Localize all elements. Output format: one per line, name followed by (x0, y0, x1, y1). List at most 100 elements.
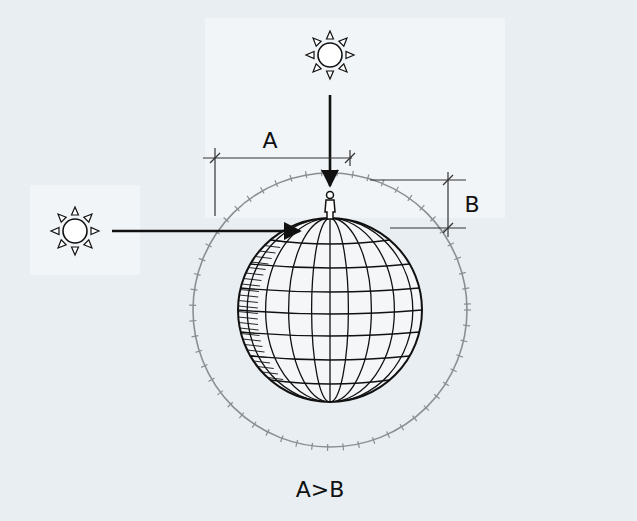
globe-shading (245, 345, 263, 347)
atmosphere-tick (189, 320, 196, 322)
atmosphere-tick (352, 171, 353, 178)
globe-shading (243, 339, 261, 341)
atmosphere-tick (194, 274, 201, 276)
globe-shading (262, 372, 278, 374)
globe-shading (241, 334, 259, 336)
atmosphere-tick (387, 431, 390, 437)
comparison-note: A>B (296, 479, 345, 501)
globe-shading (238, 306, 258, 308)
globe-shading (240, 290, 259, 292)
atmosphere-tick (448, 243, 454, 246)
light-patch (205, 18, 505, 218)
atmosphere-tick (461, 340, 468, 342)
atmosphere-tick (459, 272, 466, 274)
atmosphere-tick (430, 217, 435, 222)
atmosphere-tick (464, 303, 471, 305)
atmosphere-tick (290, 175, 292, 182)
sun (306, 31, 354, 79)
atmosphere-tick (450, 369, 456, 372)
atmosphere-tick (381, 180, 384, 186)
globe-shading (248, 268, 265, 270)
atmosphere-tick (296, 440, 298, 447)
globe-shading (239, 323, 258, 325)
globe-shading (259, 251, 275, 253)
atmosphere-tick (367, 174, 369, 181)
atmosphere-tick (235, 206, 240, 211)
globe-shading (244, 279, 262, 281)
atmosphere-tick (192, 336, 199, 337)
atmosphere-tick (463, 325, 470, 327)
atmosphere-ring (189, 169, 471, 451)
globe-shading (239, 295, 258, 297)
globe-shading (242, 284, 260, 286)
atmosphere-tick (275, 180, 278, 186)
earth-globe (238, 210, 422, 410)
atmosphere-tick (224, 217, 229, 222)
globe-shading (238, 301, 257, 303)
globe-shading (264, 246, 280, 248)
atmosphere-tick (252, 422, 256, 428)
atmosphere-tick (373, 437, 375, 444)
atmosphere-tick (189, 304, 196, 305)
atmosphere-tick (456, 355, 463, 357)
parallel (241, 332, 420, 336)
atmosphere-tick (306, 171, 307, 178)
parallel (250, 356, 409, 360)
globe-shading (246, 273, 264, 275)
globe-shading (240, 328, 259, 330)
parallel (270, 240, 389, 244)
atmosphere-tick (217, 391, 223, 395)
atmosphere-tick (443, 382, 449, 386)
atmosphere-tick (239, 413, 243, 418)
atmosphere-tick (395, 187, 398, 193)
parallel (250, 264, 409, 268)
globe-shading (255, 257, 272, 259)
globe-shading (247, 350, 264, 352)
atmosphere-tick (412, 416, 416, 422)
sun (51, 207, 99, 255)
globe-shading (238, 317, 258, 319)
atmosphere-tick (434, 394, 439, 398)
atmosphere-tick (191, 289, 198, 290)
parallel (238, 310, 422, 314)
sun-ray-arrows (112, 95, 330, 231)
atmosphere-tick (321, 169, 323, 176)
atmosphere-tick (196, 350, 203, 352)
atmosphere-tick (247, 196, 251, 202)
atmosphere-tick (342, 443, 344, 450)
globe-shading (253, 361, 270, 363)
globe-shading (267, 378, 283, 380)
atmosphere-tick (420, 205, 425, 210)
meridian (329, 210, 330, 410)
globe-shading (270, 240, 285, 242)
dimension-label: B (464, 194, 479, 216)
parallel (270, 380, 389, 384)
atmosphere-tick (454, 257, 460, 260)
dimension-label: A (262, 130, 277, 152)
person-figure (325, 192, 335, 220)
atmosphere-tick (358, 441, 359, 448)
globe-shading (238, 312, 258, 314)
globe-shading (250, 356, 267, 358)
atmosphere-tick (462, 288, 469, 289)
atmosphere-tick (327, 444, 328, 451)
atmosphere-tick (336, 169, 338, 176)
atmosphere-tick (311, 443, 313, 450)
atmosphere-tick (424, 406, 429, 411)
dimension-lines (203, 148, 466, 237)
atmosphere-tick (400, 424, 404, 430)
parallel (241, 288, 420, 292)
atmosphere-tick (408, 195, 412, 201)
atmosphere-tick (464, 309, 471, 310)
atmosphere-tick (261, 187, 264, 193)
globe-shading (252, 262, 269, 264)
atmosphere-tick (206, 244, 212, 247)
atmosphere-tick (209, 378, 215, 382)
atmosphere-tick (228, 402, 233, 407)
atmosphere-tick (201, 365, 207, 368)
atmosphere-tick (266, 429, 269, 435)
sun-symbols (51, 31, 354, 255)
globe-shading (257, 367, 273, 369)
